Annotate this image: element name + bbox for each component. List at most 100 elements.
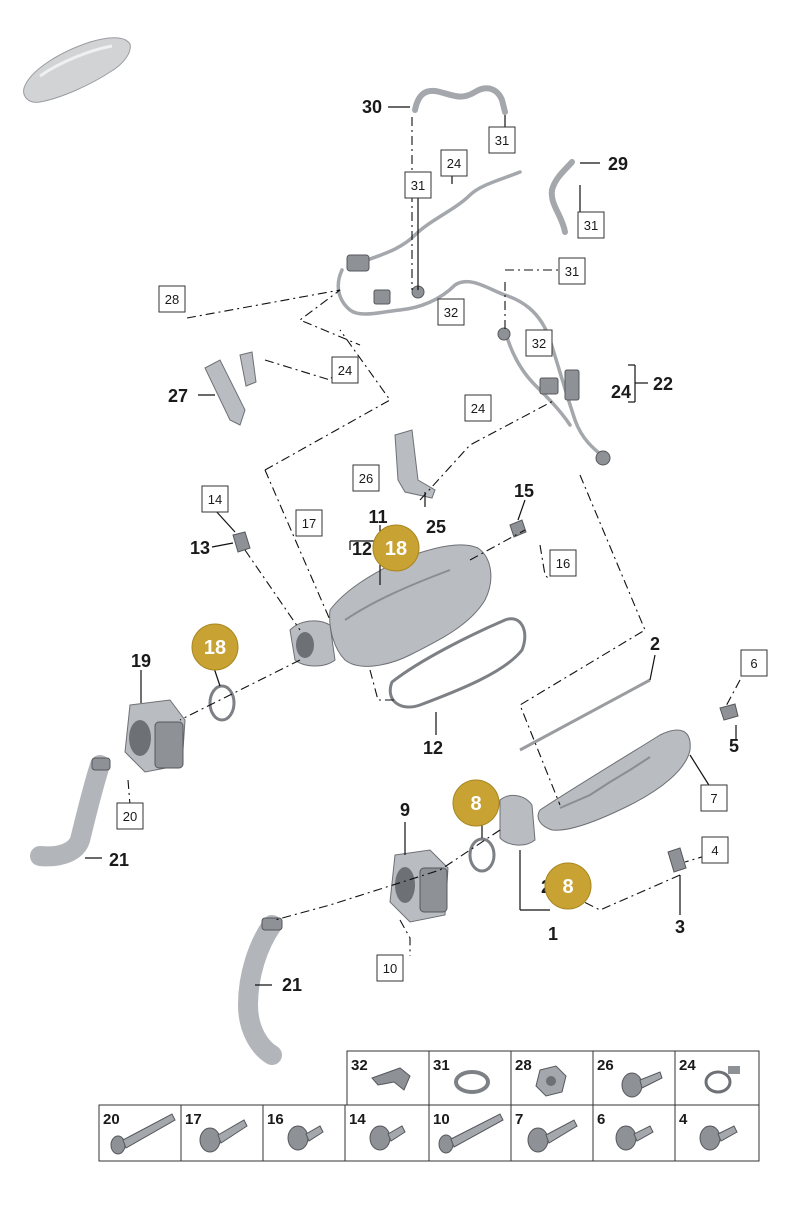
callout-24-b[interactable]: 24 [331, 356, 359, 384]
callout-21-a[interactable]: 21 [109, 850, 129, 870]
svg-text:31: 31 [584, 218, 598, 233]
svg-text:32: 32 [351, 1057, 368, 1074]
svg-text:16: 16 [556, 556, 570, 571]
o-ring-seal-lower [468, 837, 496, 873]
svg-text:7: 7 [515, 1111, 523, 1128]
fastener-table: 32 31 28 26 24 20 [98, 1050, 760, 1162]
callout-6[interactable]: 6 [740, 649, 768, 677]
callout-24-a[interactable]: 24 [440, 149, 468, 177]
svg-text:10: 10 [383, 961, 397, 976]
fastener-cell-26[interactable]: 26 [592, 1050, 676, 1106]
car-silhouette-icon [23, 37, 131, 103]
callout-9[interactable]: 9 [400, 800, 410, 820]
manifold-sensor [667, 847, 687, 873]
svg-text:4: 4 [679, 1111, 688, 1128]
svg-text:24: 24 [447, 156, 461, 171]
svg-text:32: 32 [532, 336, 546, 351]
intake-manifold-upper [289, 544, 492, 667]
callout-20[interactable]: 20 [116, 802, 144, 830]
callout-25[interactable]: 25 [426, 517, 446, 537]
callout-16[interactable]: 16 [549, 549, 577, 577]
callout-31-a[interactable]: 31 [488, 126, 516, 154]
fastener-cell-6[interactable]: 6 [592, 1104, 676, 1162]
svg-text:20: 20 [123, 809, 137, 824]
fastener-cell-17[interactable]: 17 [180, 1104, 264, 1162]
callout-26[interactable]: 26 [352, 464, 380, 492]
callout-13[interactable]: 13 [190, 538, 210, 558]
callout-29[interactable]: 29 [608, 154, 628, 174]
callout-32-b[interactable]: 32 [525, 329, 553, 357]
fastener-cell-7[interactable]: 7 [510, 1104, 594, 1162]
svg-text:16: 16 [267, 1111, 284, 1128]
callout-21-b[interactable]: 21 [282, 975, 302, 995]
callout-22[interactable]: 22 [653, 374, 673, 394]
svg-text:24: 24 [679, 1057, 696, 1074]
callout-24-c[interactable]: 24 [611, 382, 631, 402]
callout-7[interactable]: 7 [700, 784, 728, 812]
svg-text:14: 14 [349, 1111, 366, 1128]
callout-27[interactable]: 27 [168, 386, 188, 406]
callout-32-a[interactable]: 32 [437, 298, 465, 326]
svg-text:17: 17 [302, 516, 316, 531]
svg-text:6: 6 [597, 1111, 605, 1128]
svg-text:4: 4 [711, 843, 718, 858]
o-ring-seal-upper [208, 684, 236, 722]
pipe-bracket [394, 429, 436, 499]
callout-24-d[interactable]: 24 [464, 394, 492, 422]
callout-11[interactable]: 11 [368, 507, 387, 527]
svg-text:17: 17 [185, 1111, 202, 1128]
svg-text:7: 7 [710, 791, 717, 806]
fastener-cell-31[interactable]: 31 [428, 1050, 512, 1106]
svg-text:10: 10 [433, 1111, 450, 1128]
svg-text:24: 24 [338, 363, 352, 378]
throttle-body-upper [124, 699, 186, 773]
callout-31-b[interactable]: 31 [404, 171, 432, 199]
fastener-cell-24[interactable]: 24 [674, 1050, 760, 1106]
coolant-hose-assembly [336, 85, 611, 466]
callout-14[interactable]: 14 [201, 485, 229, 513]
fastener-cell-16[interactable]: 16 [262, 1104, 346, 1162]
callout-30[interactable]: 30 [362, 97, 382, 117]
callout-10[interactable]: 10 [376, 954, 404, 982]
fastener-cell-20[interactable]: 20 [98, 1104, 182, 1162]
svg-text:26: 26 [597, 1057, 614, 1074]
svg-text:18: 18 [204, 637, 226, 659]
callout-2[interactable]: 2 [650, 634, 660, 654]
svg-text:8: 8 [562, 876, 573, 898]
fastener-cell-28[interactable]: 28 [510, 1050, 594, 1106]
callout-12-b[interactable]: 12 [423, 738, 443, 758]
svg-text:28: 28 [165, 292, 179, 307]
svg-text:20: 20 [103, 1111, 120, 1128]
callout-31-d[interactable]: 31 [558, 257, 586, 285]
fastener-cell-14[interactable]: 14 [344, 1104, 430, 1162]
callout-5[interactable]: 5 [729, 736, 739, 756]
svg-text:31: 31 [411, 178, 425, 193]
callout-12-a[interactable]: 12 [352, 539, 372, 559]
fastener-cell-4[interactable]: 4 [674, 1104, 760, 1162]
svg-text:18: 18 [385, 538, 407, 560]
highlight-callout-18-lower[interactable]: 18 [191, 623, 239, 671]
highlight-callout-8-lower[interactable]: 8 [544, 862, 592, 910]
charge-air-pipe-upper [30, 755, 111, 867]
svg-text:31: 31 [565, 264, 579, 279]
fastener-cell-32[interactable]: 32 [346, 1050, 430, 1106]
svg-text:14: 14 [208, 492, 222, 507]
pressure-sensor [719, 703, 739, 721]
callout-1[interactable]: 1 [548, 924, 558, 944]
callout-19[interactable]: 19 [131, 651, 151, 671]
callout-31-c[interactable]: 31 [577, 211, 605, 239]
fastener-cell-10[interactable]: 10 [428, 1104, 512, 1162]
callout-3[interactable]: 3 [675, 917, 685, 937]
highlight-callout-8-upper[interactable]: 8 [452, 779, 500, 827]
callout-15[interactable]: 15 [514, 481, 534, 501]
callout-28[interactable]: 28 [158, 285, 186, 313]
callout-17[interactable]: 17 [295, 509, 323, 537]
highlight-callout-18-upper[interactable]: 18 [372, 524, 420, 572]
svg-text:6: 6 [750, 656, 757, 671]
svg-text:31: 31 [433, 1057, 450, 1074]
mounting-bracket [204, 351, 257, 426]
svg-text:31: 31 [495, 133, 509, 148]
svg-text:28: 28 [515, 1057, 532, 1074]
callout-4[interactable]: 4 [701, 836, 729, 864]
temperature-sensor [509, 519, 527, 538]
